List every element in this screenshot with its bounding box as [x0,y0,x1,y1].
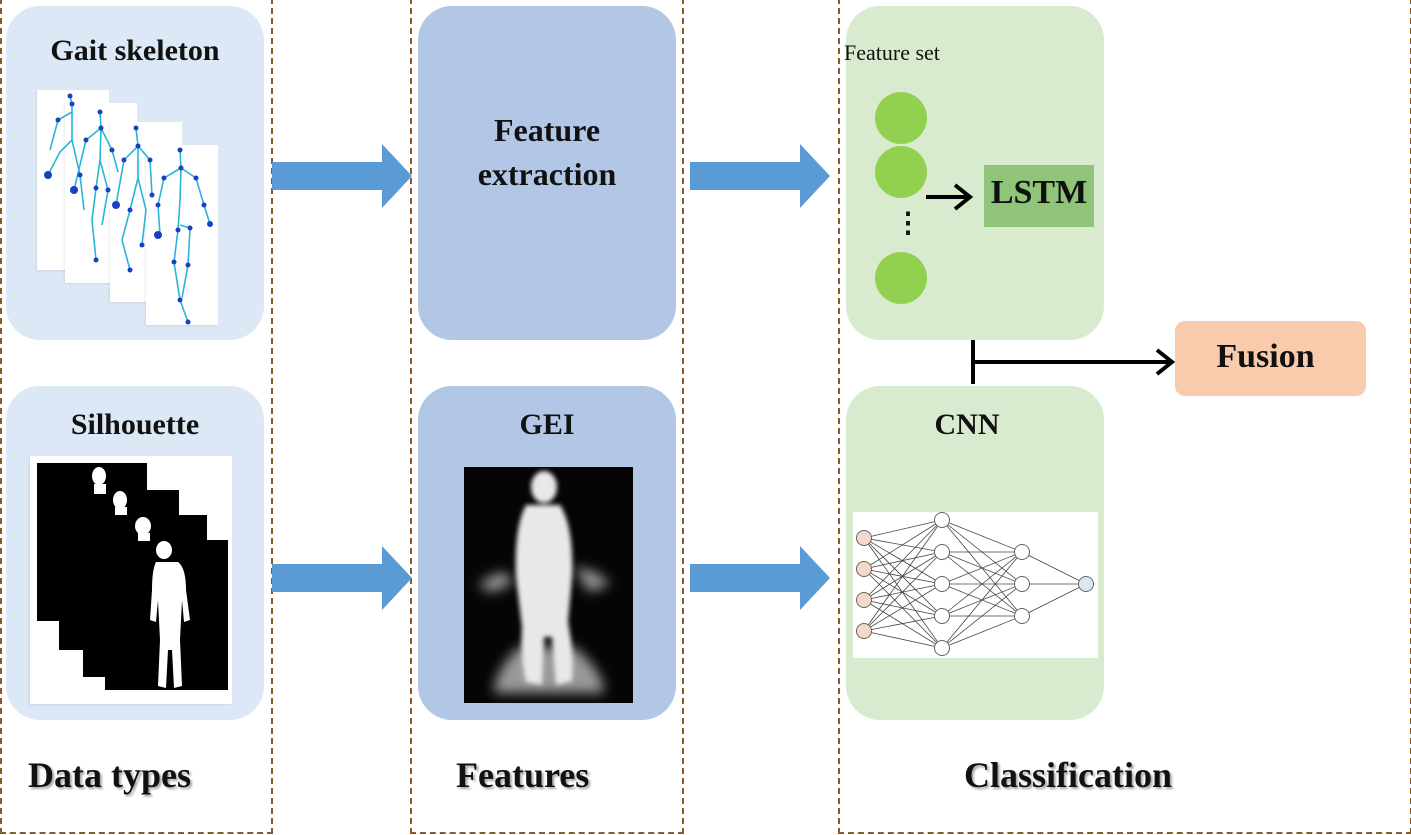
data-types-label: Data types [28,755,191,795]
feature-extraction-line2: extraction [477,156,617,192]
cnn-title: CNN [934,408,1000,441]
classification-label: Classification [964,755,1173,795]
gei-title: GEI [519,408,575,441]
data-types-panel [0,0,273,834]
fusion-label: Fusion [1216,338,1315,375]
feature-extraction-line1: Feature [493,112,601,148]
feature-extraction-card [418,6,676,340]
arrow-skeleton-to-extraction [272,144,412,208]
arrow-extraction-to-featureset [690,144,830,208]
features-panel [410,0,684,834]
arrow-gei-to-cnn [690,546,830,610]
fusion-box [1175,321,1366,396]
gait-skeleton-title: Gait skeleton [50,34,220,67]
cnn-network-diagram [853,512,1098,658]
silhouette-title: Silhouette [70,408,200,441]
features-label: Features [456,755,590,795]
feature-set-label: Feature set [844,40,940,65]
arrow-silhouette-to-gei [272,546,412,610]
lstm-box [984,165,1094,227]
lstm-label: LSTM [990,174,1088,211]
gei-image [464,467,633,703]
feature-set-ellipsis: ⋮ [894,208,922,239]
